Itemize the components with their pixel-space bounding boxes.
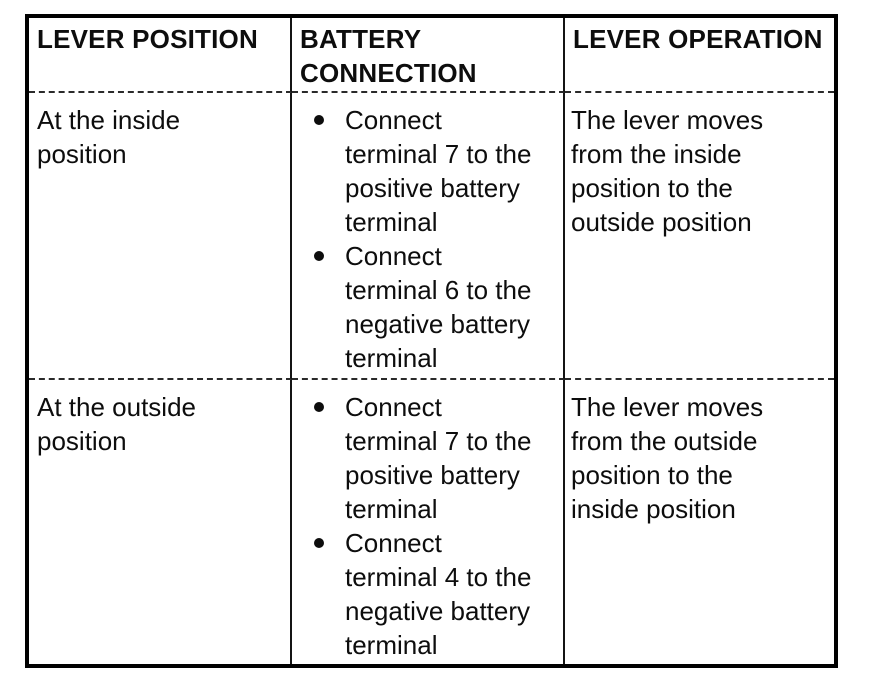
table-row-2-lever-position: At the outside position xyxy=(29,380,292,664)
list-item-text: Connect terminal 7 to the positive batte… xyxy=(345,392,532,524)
list-item: Connect terminal 6 to the negative batte… xyxy=(312,239,536,375)
list-item: Connect terminal 4 to the negative batte… xyxy=(312,526,536,662)
bullet-list: Connect terminal 7 to the positive batte… xyxy=(300,103,536,375)
bullet-list: Connect terminal 7 to the positive batte… xyxy=(300,390,536,662)
lever-operation-test-table: LEVER POSITION BATTERY CONNECTION LEVER … xyxy=(25,14,838,668)
bullet-icon xyxy=(314,115,324,125)
table-row-1-battery-connection: Connect terminal 7 to the positive batte… xyxy=(292,93,565,380)
list-item-text: Connect terminal 6 to the negative batte… xyxy=(345,241,532,373)
column-header-battery-connection: BATTERY CONNECTION xyxy=(292,18,565,93)
bullet-icon xyxy=(314,251,324,261)
table-row-1-lever-position: At the inside position xyxy=(29,93,292,380)
table-row-1-lever-operation: The lever moves from the inside position… xyxy=(565,93,834,380)
list-item-text: Connect terminal 7 to the positive batte… xyxy=(345,105,532,237)
list-item-text: Connect terminal 4 to the negative batte… xyxy=(345,528,532,660)
table-row-2-battery-connection: Connect terminal 7 to the positive batte… xyxy=(292,380,565,664)
list-item: Connect terminal 7 to the positive batte… xyxy=(312,103,536,239)
bullet-icon xyxy=(314,402,324,412)
bullet-icon xyxy=(314,538,324,548)
column-header-lever-operation: LEVER OPERATION xyxy=(565,18,834,93)
column-header-lever-position: LEVER POSITION xyxy=(29,18,292,93)
list-item: Connect terminal 7 to the positive batte… xyxy=(312,390,536,526)
table-row-2-lever-operation: The lever moves from the outside positio… xyxy=(571,392,764,524)
